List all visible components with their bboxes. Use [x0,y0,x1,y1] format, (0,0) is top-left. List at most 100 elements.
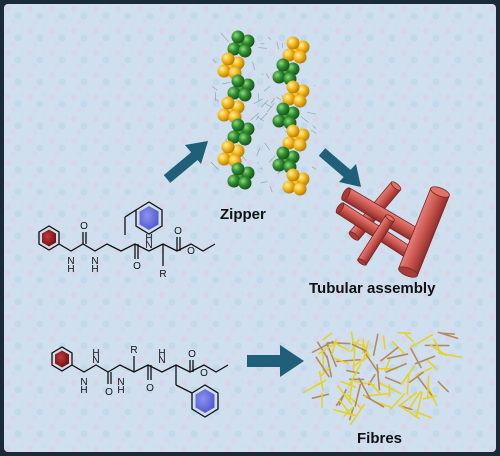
atom-o: O [200,368,208,379]
atom-h: H [67,264,74,275]
fibre-strand [352,356,369,368]
fibre-strand [372,333,379,357]
fibre-strand [406,373,410,395]
blue-benzyl-ring [139,206,159,230]
fibre-strand [322,332,333,341]
yellow-sphere [296,84,310,98]
fibre-strand [409,333,434,349]
green-sphere [241,122,255,136]
fibre-strand [398,392,417,407]
fibre-strand [397,331,412,335]
green-sphere [238,88,252,102]
tube [357,214,395,266]
green-sphere [227,174,241,188]
atom-r: R [159,269,166,280]
green-sphere [231,118,245,132]
fibre-strand [348,380,354,400]
fibre-strand [380,346,399,362]
green-sphere [272,114,286,128]
green-sphere [238,44,252,58]
green-sphere [231,74,245,88]
fibre-strand [408,390,422,409]
yellow-sphere [282,48,296,62]
fibre-strand [337,385,353,405]
tube [398,186,450,278]
atom-n: N [145,240,152,251]
atom-h: H [80,385,87,396]
green-sphere [276,58,290,72]
green-sphere [238,176,252,190]
fibre-strand [400,365,416,386]
yellow-sphere [231,56,245,70]
fibre-strand [377,381,402,395]
fibre-strand [333,408,358,417]
fibre-strand [422,395,438,400]
yellow-sphere [282,92,296,106]
fibre-strand [384,358,391,371]
atom-h: H [145,233,152,244]
fibre-strand [417,376,433,397]
green-sphere [231,162,245,176]
fibre-strand [399,405,420,420]
atom-n: N [92,355,99,366]
fibre-strand [382,335,386,350]
fibre-strand [384,376,402,385]
fibre-strand [437,381,449,393]
figure-panel: N H N H O O H N O O R N H H N N H O R O … [4,4,496,452]
fibre-strand [340,380,357,388]
green-sphere [238,132,252,146]
fibre-strand [343,407,354,417]
green-sphere [276,146,290,160]
yellow-sphere [286,168,300,182]
yellow-sphere [293,94,307,108]
fibre-strand [331,338,337,356]
yellow-sphere [282,136,296,150]
fibre-strand [413,410,432,419]
fibre-strand [348,363,362,387]
fibre-strand [317,341,337,355]
fibre-strand [410,347,422,369]
blue-benzyl-ring [195,389,215,413]
dark-aryl-ring [55,350,69,368]
green-sphere [286,106,300,120]
molecule-1-atom-labels: N H N H O O H N O O R [67,221,195,280]
tubular-assembly-model [335,181,450,278]
green-sphere [241,166,255,180]
yellow-sphere [231,144,245,158]
yellow-sphere [286,80,300,94]
fibres-model [302,331,462,425]
fibre-strand [317,341,329,359]
yellow-sphere [221,52,235,66]
fibre-strand [408,371,424,384]
fibre-strand [335,343,351,352]
atom-o: O [105,387,113,398]
yellow-sphere [217,108,231,122]
fibre-strand [311,340,334,354]
fibre-strand [389,392,406,411]
yellow-sphere [221,140,235,154]
yellow-sphere [221,96,235,110]
atom-o: O [80,221,88,232]
fibre-strand [433,338,440,351]
green-sphere [286,150,300,164]
atom-o: O [188,349,196,360]
green-sphere [227,130,241,144]
fibre-strand [338,398,353,417]
atom-h: H [91,264,98,275]
yellow-sphere [296,40,310,54]
arrow-to-tubes [318,148,361,187]
fibre-strand [403,332,414,343]
atom-n: N [80,377,87,388]
yellow-sphere [282,180,296,194]
green-sphere [241,34,255,48]
yellow-sphere [286,36,300,50]
fibre-strand [426,358,438,371]
fibre-strand [363,351,380,374]
fibre-strand [351,343,367,352]
fibre-strand [430,344,448,357]
arrow-to-fibres [247,345,304,377]
atom-n: N [117,377,124,388]
yellow-sphere [293,138,307,152]
fibre-strand [320,367,330,377]
fibre-strand [415,367,433,376]
